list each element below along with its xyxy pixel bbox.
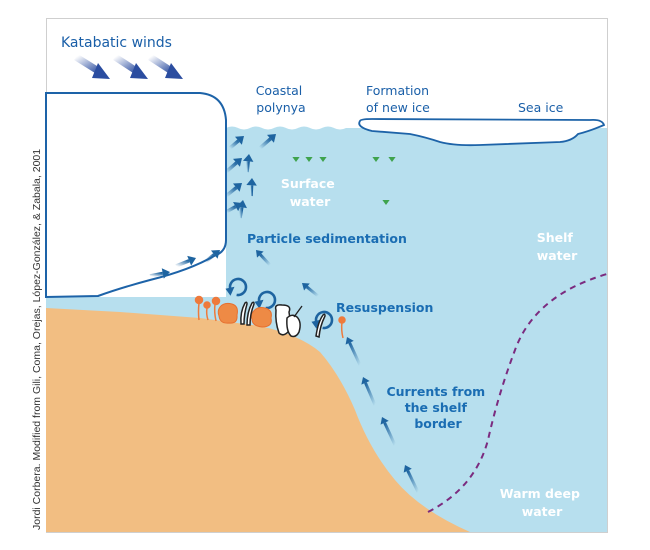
upwelling-arrow-icon: [175, 255, 196, 268]
currents-shelf-border-line-2: the shelf: [405, 400, 468, 415]
resuspension-label: Resuspension: [336, 300, 433, 315]
shelf-water-line-2: water: [537, 248, 578, 263]
sinking-arrow-icon: [372, 145, 380, 162]
currents-shelf-border-line-1: Currents from: [386, 384, 485, 399]
warm-deep-water-line-1: Warm deep: [500, 486, 580, 501]
coastal-polynya-line-2: polynya: [256, 100, 305, 115]
sinking-arrow-icon: [382, 188, 390, 205]
circular-arrow-icon: [225, 277, 248, 297]
upwelling-arrow-icon: [246, 178, 257, 197]
current-arrow-icon: [403, 465, 420, 493]
upwelling-arrows: [149, 134, 276, 279]
image-credit: Jordi Corbera. Modified from Gili, Coma,…: [31, 149, 43, 530]
currents-shelf-border-line-3: border: [414, 416, 462, 431]
shelf-water-label: Shelf water: [537, 230, 578, 263]
sea-ice: [358, 118, 606, 147]
katabatic-winds-label: Katabatic winds: [61, 35, 172, 51]
sinking-arrow-icon: [305, 145, 313, 162]
warm-deep-water-line-2: water: [522, 504, 563, 519]
seabed: [46, 308, 470, 532]
current-arrow-icon: [256, 250, 272, 267]
sinking-arrow-icon: [388, 145, 396, 162]
upwelling-arrow-icon: [224, 158, 242, 174]
surface-water-line-2: water: [290, 194, 331, 209]
coastal-polynya-label: Coastal polynya: [256, 83, 307, 115]
particle-sedimentation-label: Particle sedimentation: [247, 231, 407, 246]
sea-ice-label: Sea ice: [518, 100, 564, 115]
stalked-organism-icon: [194, 295, 346, 339]
water-mass-boundary: [427, 273, 608, 513]
coral-icon: [240, 301, 326, 339]
current-arrow-icon: [380, 417, 397, 446]
surface-water-label: Surface water: [281, 176, 339, 209]
upwelling-arrow-icon: [149, 268, 170, 279]
wind-arrow-icon: [113, 54, 148, 79]
current-arrow-icon: [302, 283, 319, 298]
upwelling-arrow-icon: [203, 250, 220, 264]
upwelling-arrow-icon: [224, 183, 242, 198]
current-arrow-icon: [345, 337, 362, 366]
sinking-arrows: [292, 145, 396, 205]
surface-water-line-1: Surface: [281, 176, 335, 191]
shelf-water-line-1: Shelf: [537, 230, 574, 245]
current-arrow-icon: [361, 377, 377, 406]
wind-arrow-icon: [148, 54, 183, 79]
sponge-icon: [217, 302, 272, 328]
current-arrows: [225, 250, 420, 493]
upwelling-arrow-icon: [258, 134, 276, 150]
benthic-organisms: [194, 295, 346, 339]
currents-shelf-border-label: Currents from the shelf border: [386, 384, 489, 431]
upwelling-arrow-icon: [228, 136, 244, 150]
sinking-arrow-icon: [319, 145, 327, 162]
upwelling-arrow-icon: [236, 200, 247, 219]
circular-arrow-icon: [254, 290, 277, 310]
wind-arrow-icon: [74, 54, 110, 79]
warm-deep-water-label: Warm deep water: [500, 486, 585, 519]
circular-arrow-icon: [311, 310, 334, 330]
formation-new-ice-label: Formation of new ice: [366, 83, 433, 115]
coastal-polynya-line-1: Coastal: [256, 83, 303, 98]
sinking-arrow-icon: [292, 145, 300, 162]
formation-new-ice-line-1: Formation: [366, 83, 429, 98]
upwelling-arrow-icon: [242, 154, 254, 173]
formation-new-ice-line-2: of new ice: [366, 100, 430, 115]
ascidian-icon: [274, 304, 303, 338]
